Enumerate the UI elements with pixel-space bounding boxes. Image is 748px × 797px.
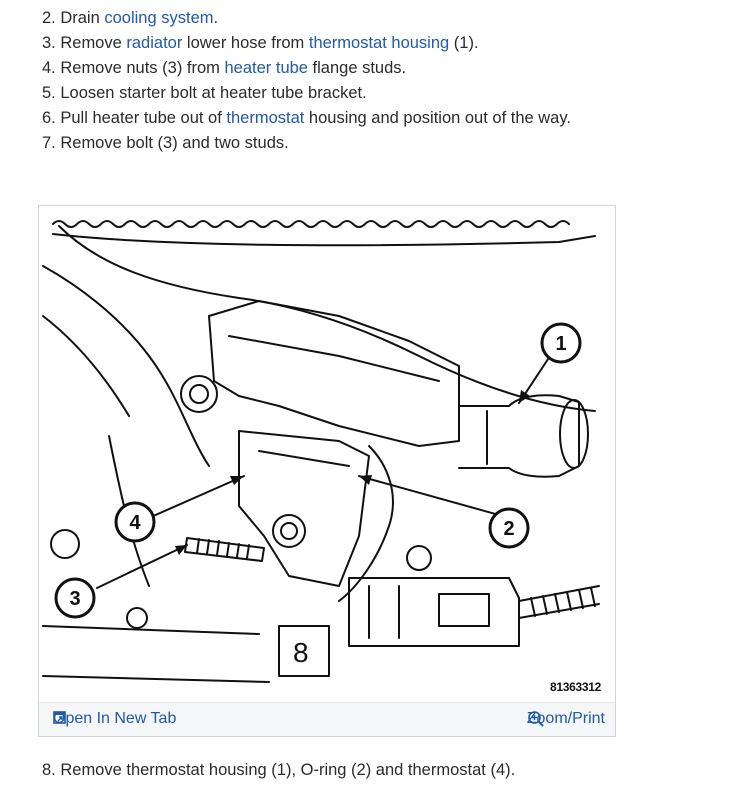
callout-2: 2: [488, 507, 530, 549]
step-item: 7. Remove bolt (3) and two studs.: [42, 131, 571, 156]
step-8-number: 8.: [42, 761, 56, 779]
step-item: 3. Remove radiator lower hose from therm…: [42, 31, 571, 56]
callout-3: 3: [54, 577, 96, 619]
callout-4-label: 4: [129, 512, 141, 534]
step-number: 3.: [42, 34, 56, 52]
callout-1-label: 1: [555, 333, 566, 355]
step-text: Pull heater tube out of: [55, 109, 227, 127]
callout-4: 4: [114, 501, 156, 543]
svg-text:8: 8: [293, 637, 309, 668]
step-link[interactable]: cooling system: [104, 9, 214, 27]
step-item: 4. Remove nuts (3) from heater tube flan…: [42, 56, 571, 81]
step-number: 5.: [42, 84, 56, 102]
step-8: 8. Remove thermostat housing (1), O-ring…: [42, 758, 515, 783]
step-text: lower hose from: [182, 34, 309, 52]
step-link[interactable]: heater tube: [224, 59, 308, 77]
thermostat-housing-diagram: 8 1 2 3 4: [42, 220, 600, 683]
step-text: flange studs.: [307, 59, 407, 77]
step-text: .: [213, 9, 219, 27]
step-link[interactable]: radiator: [126, 34, 183, 52]
zoom-magnifier-icon: [527, 711, 544, 727]
step-8-text: Remove thermostat housing (1), O-ring (2…: [55, 761, 516, 779]
step-text: housing and position out of the way.: [304, 109, 571, 127]
step-text: Loosen starter bolt at heater tube brack…: [55, 84, 367, 102]
step-number: 2.: [42, 9, 56, 27]
callout-1: 1: [540, 322, 582, 364]
instruction-steps: 2. Drain cooling system.3. Remove radiat…: [42, 6, 571, 156]
figure-id: 81363312: [550, 680, 601, 694]
step-link[interactable]: thermostat housing: [308, 34, 450, 52]
diagram-figure: 8 1 2 3 4: [38, 205, 616, 737]
step-text: Remove: [55, 34, 127, 52]
step-text: Remove nuts (3) from: [55, 59, 225, 77]
open-in-new-tab-icon: [53, 711, 66, 724]
callout-3-label: 3: [69, 588, 80, 610]
step-number: 7.: [42, 134, 56, 152]
step-number: 6.: [42, 109, 56, 127]
open-in-new-tab-label: Open In New Tab: [53, 710, 177, 727]
zoom-print-link[interactable]: Zoom/Print: [527, 710, 605, 728]
callout-2-label: 2: [503, 518, 514, 540]
step-number: 4.: [42, 59, 56, 77]
open-in-new-tab-link[interactable]: Open In New Tab: [53, 710, 176, 728]
zoom-print-label: Zoom/Print: [526, 710, 605, 727]
step-item: 5. Loosen starter bolt at heater tube br…: [42, 81, 571, 106]
step-text: Remove bolt (3) and two studs.: [55, 134, 289, 152]
step-text: (1).: [449, 34, 479, 52]
step-text: Drain: [55, 9, 105, 27]
step-link[interactable]: thermostat: [226, 109, 305, 127]
step-item: 6. Pull heater tube out of thermostat ho…: [42, 106, 571, 131]
figure-toolbar: Open In New Tab Zoom/Print: [39, 702, 615, 736]
step-item: 2. Drain cooling system.: [42, 6, 571, 31]
